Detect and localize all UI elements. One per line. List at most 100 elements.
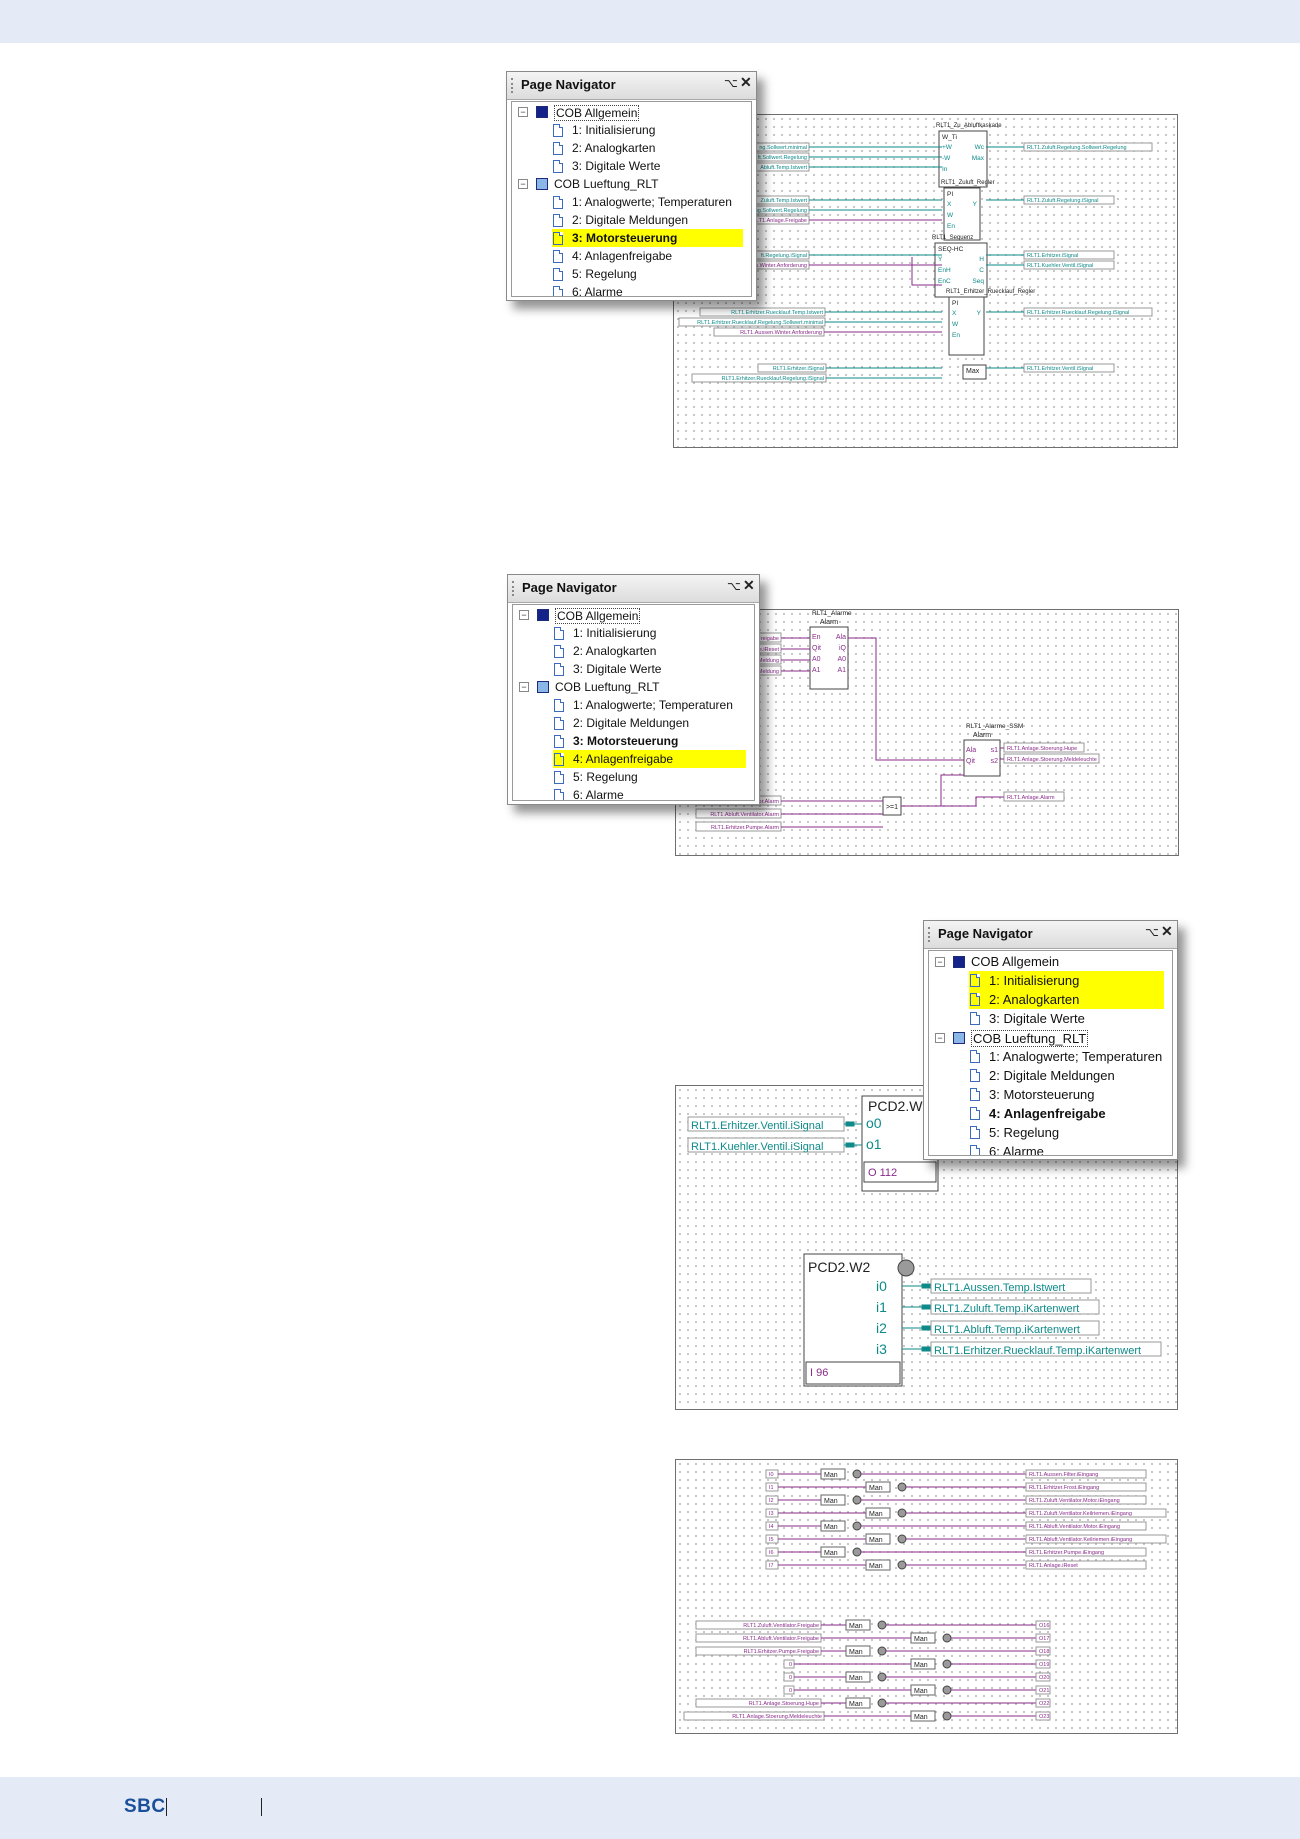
tree-group[interactable]: − COB Allgemein — [512, 103, 751, 121]
block-title: RLT1_Zuluft_Regler — [941, 180, 995, 186]
tree-page-item[interactable]: 6: Alarme — [929, 1142, 1172, 1155]
close-icon[interactable]: ✕ — [1161, 923, 1173, 939]
tree-page-item[interactable]: 3: Digitale Werte — [929, 1009, 1172, 1028]
tree-group-label: COB Lueftung_RLT — [554, 176, 659, 191]
collapse-icon[interactable]: − — [518, 179, 528, 189]
tree-page-item[interactable]: 1: Initialisierung — [512, 121, 751, 139]
tree-page-label: 5: Regelung — [572, 266, 637, 281]
page-icon — [553, 249, 563, 263]
tree-page-item[interactable]: 3: Motorsteuerung — [513, 732, 754, 750]
block-input-port: In — [942, 166, 948, 173]
tree-page-item[interactable]: 3: Motorsteuerung — [552, 229, 743, 247]
tree-group-label: COB Allgemein — [554, 104, 640, 121]
tree-page-item[interactable]: 1: Analogwerte; Temperaturen — [929, 1047, 1172, 1066]
digital-output-source: RLT1.Abluft.Ventilator.Freigabe — [743, 1636, 819, 1642]
tree-group[interactable]: −COB Lueftung_RLT — [513, 678, 754, 696]
manual-override-box — [910, 1684, 936, 1696]
tree-group[interactable]: −COB Lueftung_RLT — [929, 1028, 1172, 1047]
page-icon — [970, 1050, 980, 1063]
left-alarm-label: RLT1.Abluft.Ventilator.Alarm — [710, 812, 779, 818]
page-icon — [554, 734, 564, 748]
input-signal-label-frame — [930, 1278, 1092, 1294]
cob-icon — [953, 1031, 965, 1044]
tree-page-item[interactable]: 4: Anlagenfreigabe — [929, 1104, 1172, 1123]
module-status-led — [897, 1259, 915, 1277]
tree-page-item[interactable]: 1: Analogwerte; Temperaturen — [513, 696, 754, 714]
digital-input-target-frame — [1025, 1521, 1147, 1531]
tree-page-item[interactable]: 5: Regelung — [929, 1123, 1172, 1142]
block-zuluft-regler — [943, 187, 981, 241]
page-icon — [553, 231, 563, 245]
tree-page-item[interactable]: 4: Anlagenfreigabe — [512, 247, 751, 265]
collapse-icon[interactable]: − — [519, 610, 529, 620]
tree-group[interactable]: −COB Allgemein — [513, 606, 754, 624]
digital-input-target-frame — [1025, 1560, 1147, 1570]
collapse-icon[interactable]: − — [935, 956, 945, 967]
tree-page-item[interactable]: 3: Motorsteuerung — [929, 1085, 1172, 1104]
tree-group[interactable]: − COB Lueftung_RLT — [512, 175, 751, 193]
block-type: PI — [947, 191, 953, 198]
tree-page-item[interactable]: 4: Anlagenfreigabe — [553, 750, 746, 768]
tree-page-label: 4: Anlagenfreigabe — [572, 248, 673, 263]
close-icon[interactable]: ✕ — [740, 74, 752, 90]
manual-override-label: Man — [849, 1701, 863, 1708]
block-input-port: X — [952, 310, 957, 317]
tree-group[interactable]: −COB Allgemein — [929, 952, 1172, 971]
left-alarm-label: r.Meldung — [755, 658, 779, 664]
tree-page-item[interactable]: 6: Alarme — [512, 283, 751, 296]
tree-page-item[interactable]: 3: Digitale Werte — [513, 660, 754, 678]
pin-icon[interactable]: ⌥ — [727, 579, 741, 593]
tree-page-item[interactable]: 3: Digitale Werte — [512, 157, 751, 175]
tree-page-item[interactable]: 1: Initialisierung — [969, 971, 1164, 990]
tree-page-label: 3: Motorsteuerung — [573, 733, 679, 748]
collapse-icon[interactable]: − — [519, 682, 529, 692]
block-alarme — [809, 626, 849, 690]
tree-page-item[interactable]: 2: Digitale Meldungen — [512, 211, 751, 229]
wire-connector — [921, 1325, 931, 1331]
digital-output-label-frame — [1035, 1711, 1051, 1721]
drag-grip-icon[interactable] — [512, 581, 516, 596]
brand-logo-text: SBC — [124, 1796, 166, 1817]
page-icon — [554, 752, 564, 766]
wire-connector — [845, 1142, 855, 1148]
tree-page-item[interactable]: 5: Regelung — [513, 768, 754, 786]
tree-page-item[interactable]: 2: Analogkarten — [512, 139, 751, 157]
tree-page-item[interactable]: 2: Analogkarten — [513, 642, 754, 660]
page-icon — [554, 698, 564, 712]
drag-grip-icon[interactable] — [511, 78, 515, 93]
tree-page-item[interactable]: 1: Analogwerte; Temperaturen — [512, 193, 751, 211]
collapse-icon[interactable]: − — [935, 1032, 945, 1043]
navigator-title: Page Navigator — [521, 77, 616, 92]
block-input-port: W — [952, 321, 959, 328]
block-output-port: H — [979, 256, 984, 263]
tree-page-item[interactable]: 2: Digitale Meldungen — [513, 714, 754, 732]
tree-page-item[interactable]: 2: Digitale Meldungen — [929, 1066, 1172, 1085]
override-led — [942, 1633, 952, 1643]
digital-output-source: RLT1.Anlage.Stoerung.Hupe — [749, 1701, 819, 1707]
override-led — [897, 1560, 907, 1570]
tree-page-item[interactable]: 1: Initialisierung — [513, 624, 754, 642]
tree-page-label: 3: Digitale Werte — [572, 158, 661, 173]
tree-page-item[interactable]: 6: Alarme — [513, 786, 754, 800]
override-led — [942, 1685, 952, 1695]
override-led — [942, 1659, 952, 1669]
override-led — [877, 1646, 887, 1656]
pin-icon[interactable]: ⌥ — [724, 76, 738, 90]
or-gate-label: >=1 — [886, 804, 898, 811]
override-led — [852, 1521, 862, 1531]
close-icon[interactable]: ✕ — [743, 577, 755, 593]
pin-icon[interactable]: ⌥ — [1145, 925, 1159, 939]
digital-input-target-frame — [1025, 1495, 1147, 1505]
tree-page-item[interactable]: 2: Analogkarten — [969, 990, 1164, 1009]
drag-grip-icon[interactable] — [928, 927, 932, 942]
collapse-icon[interactable]: − — [518, 107, 528, 117]
input-port: i3 — [876, 1341, 887, 1357]
tree-page-item[interactable]: 5: Regelung — [512, 265, 751, 283]
block-output-port: A0 — [837, 656, 846, 663]
